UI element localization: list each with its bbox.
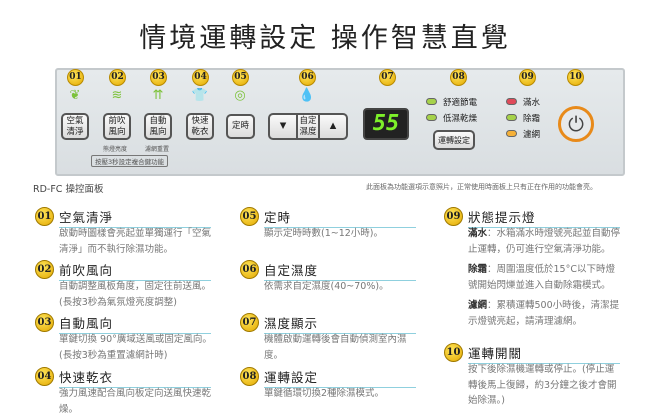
leaf-icon: ❦ [69,88,81,103]
section-title: 空氣清淨 [59,207,211,228]
low-humid-label: 低濕乾燥 [443,114,478,124]
humidity-down-button[interactable]: ▼ [268,113,298,140]
section-title: 運轉設定 [264,367,416,388]
shirt-icon: 👕 [191,88,209,103]
comfort-label: 舒適節電 [443,98,478,108]
full-water-label: 滿水 [523,98,541,108]
section-title: 運轉開關 [468,343,620,364]
badge-10: 10 [567,69,584,86]
timer-icon: ◎ [234,88,246,103]
filter-term: 濾網 [468,300,488,311]
panel-caption: RD-FC 操控面板 [33,184,104,195]
section-number: 06 [240,260,259,279]
badge-01: 01 [67,69,84,86]
section-number: 10 [444,343,463,362]
section-desc: 滿水：水箱滿水時燈號亮起並自動停止運轉，仍可進行空氣清淨功能。 除霜：周圍溫度低… [468,226,623,334]
section-desc: 啟動時圖樣會亮起並單獨運行「空氣清淨」而不執行除濕功能。 [59,228,212,255]
filter-label: 濾網 [523,130,541,140]
section-desc: 自動調整風板角度，固定往前送風。(長按3秒為氣氛燈亮度調整) [59,281,212,308]
section-number: 02 [35,260,54,279]
defrost-led [506,114,517,121]
section-number: 03 [35,313,54,332]
section-desc: 顯示定時時數(1~12小時)。 [264,228,384,239]
defrost-label: 除霜 [523,114,541,124]
section-number: 05 [240,207,259,226]
page-title: 情境運轉設定 操作智慧直覺 [139,23,511,54]
swing-wind-icon: ⇈ [152,88,164,103]
panel-note: 此面板為功能選項示意照片，正常使用時面板上只有正在作用的功能會亮。 [366,183,597,191]
defrost-text: ：周圍溫度低於15°C以下時燈號開始閃爍並進入自動除霜模式。 [468,264,615,291]
badge-09: 09 [519,69,536,86]
section-desc: 強力風速配合風向板定向送風快速乾燥。 [59,388,212,415]
badge-08: 08 [450,69,467,86]
full-water-term: 滿水 [468,228,488,239]
section-number: 08 [240,367,259,386]
badge-02: 02 [109,69,126,86]
section-title: 前吹風向 [59,260,211,281]
section-title: 狀態提示燈 [468,207,620,228]
defrost-term: 除霜 [468,264,488,275]
section-title: 濕度顯示 [264,313,416,334]
section-number: 01 [35,207,54,226]
badge-07: 07 [379,69,396,86]
combo-hint: 按壓3秒設定複合鍵功能 [91,155,169,167]
humidity-label: 自定 濕度 [296,113,320,140]
section-title: 自動風向 [59,313,211,334]
filter-reset-label: 濾網重置 [145,146,170,153]
power-button[interactable]: ⏻ [558,106,594,142]
humidity-up-button[interactable]: ▲ [318,113,348,140]
comfort-led [426,98,437,105]
badge-05: 05 [232,69,249,86]
filter-text: ：累積運轉500小時後，清潔提示燈號亮起，請清理濾網。 [468,300,620,327]
section-title: 快速乾衣 [59,367,211,388]
section-title: 自定濕度 [264,260,416,281]
front-wind-button[interactable]: 前吹 風向 [103,113,131,140]
section-title: 定時 [264,207,416,228]
power-icon: ⏻ [568,112,584,136]
section-number: 07 [240,313,259,332]
badge-04: 04 [192,69,209,86]
timer-button[interactable]: 定時 [226,114,255,139]
full-water-text: ：水箱滿水時燈號亮起並自動停止運轉，仍可進行空氣清淨功能。 [468,228,621,255]
low-humid-led [426,114,437,121]
section-number: 09 [444,207,463,226]
section-desc: 單鍵循環切換2種除濕模式。 [264,388,385,399]
badge-06: 06 [299,69,316,86]
full-water-led [506,98,517,105]
badge-03: 03 [150,69,167,86]
section-desc: 機體啟動運轉後會自動偵測室內濕度。 [264,334,407,361]
air-clean-button[interactable]: 空氣 清淨 [61,113,89,140]
filter-led [506,130,517,137]
section-desc: 依需求自定濕度(40~70%)。 [264,281,389,292]
brightness-label: 熊燈亮度 [103,146,128,153]
section-number: 04 [35,367,54,386]
wind-icon: ≋ [111,88,123,103]
quick-dry-button[interactable]: 快速 乾衣 [186,113,214,140]
auto-wind-button[interactable]: 自動 風向 [144,113,172,140]
section-desc: 單鍵切換 90°廣域送風或固定風向。(長按3秒為重置濾網計時) [59,334,212,361]
humidity-display: 55 [363,108,409,140]
water-drop-icon: 💧 [298,88,316,103]
mode-button[interactable]: 運轉設定 [433,130,475,150]
section-desc: 按下後除濕機運轉或停止。(停止運轉後馬上復歸，約3分鐘之後才會開始除濕。) [468,364,617,406]
